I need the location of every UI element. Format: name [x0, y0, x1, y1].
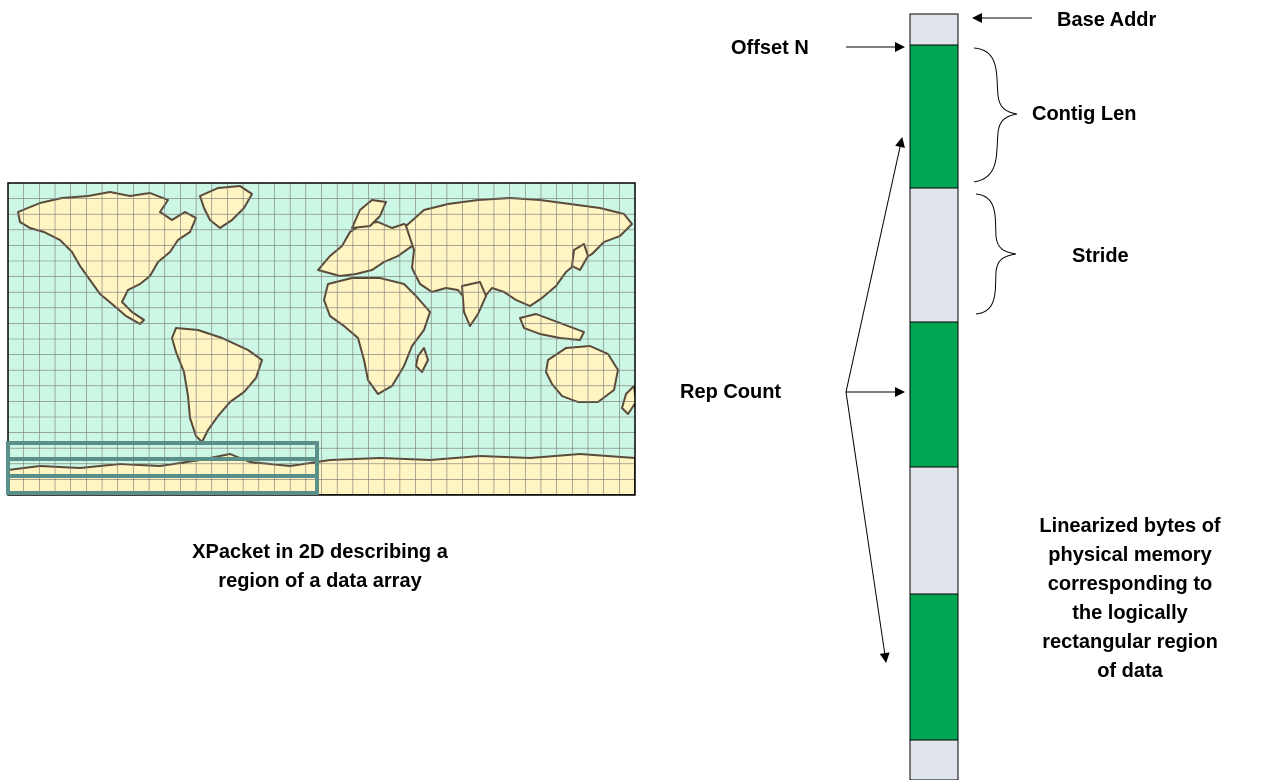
memory-description-line: the logically: [1072, 602, 1188, 624]
land-south-america: [171, 327, 263, 443]
region-box-outline: [6, 441, 319, 495]
stride-brace: [975, 193, 1017, 315]
memory-description-line: corresponding to: [1047, 573, 1213, 595]
rep-count-arrow-down: [845, 391, 890, 663]
world-map: [6, 182, 636, 496]
contig-len-label: Contig Len: [1032, 103, 1137, 125]
memory-description-line: Linearized bytes of: [1039, 515, 1221, 537]
offset-n-label: Offset N: [731, 37, 809, 59]
land-new-zealand: [621, 385, 635, 415]
map-caption-line: region of a data array: [218, 570, 422, 592]
memory-description-line: rectangular region: [1042, 631, 1218, 653]
memory-segment-gap: [909, 13, 959, 46]
memory-segment-contig: [909, 321, 959, 468]
rep-count-arrow-up: [845, 137, 905, 393]
region-box: [6, 441, 319, 495]
memory-segment-gap: [909, 187, 959, 323]
memory-description-line: physical memory: [1048, 544, 1212, 566]
base-addr-label: Base Addr: [1057, 9, 1157, 31]
map-caption: XPacket in 2D describing a region of a d…: [125, 538, 515, 596]
memory-segment-gap: [909, 739, 959, 780]
map-border: [7, 182, 636, 496]
land-madagascar: [415, 347, 429, 373]
land-indonesia: [519, 313, 585, 341]
memory-segment-contig: [909, 44, 959, 189]
memory-description: Linearized bytes of physical memory corr…: [992, 512, 1268, 686]
contig-len-brace: [973, 47, 1018, 183]
rep-count-label: Rep Count: [680, 381, 782, 403]
memory-segment-contig: [909, 593, 959, 741]
map-caption-line: XPacket in 2D describing a: [192, 541, 448, 563]
land-north-america: [17, 191, 197, 325]
stride-label: Stride: [1072, 245, 1129, 267]
memory-segment-gap: [909, 466, 959, 595]
memory-description-line: of data: [1097, 660, 1163, 682]
land-australia: [545, 345, 619, 403]
memory-column: [909, 13, 959, 780]
map-grid: [8, 183, 635, 495]
